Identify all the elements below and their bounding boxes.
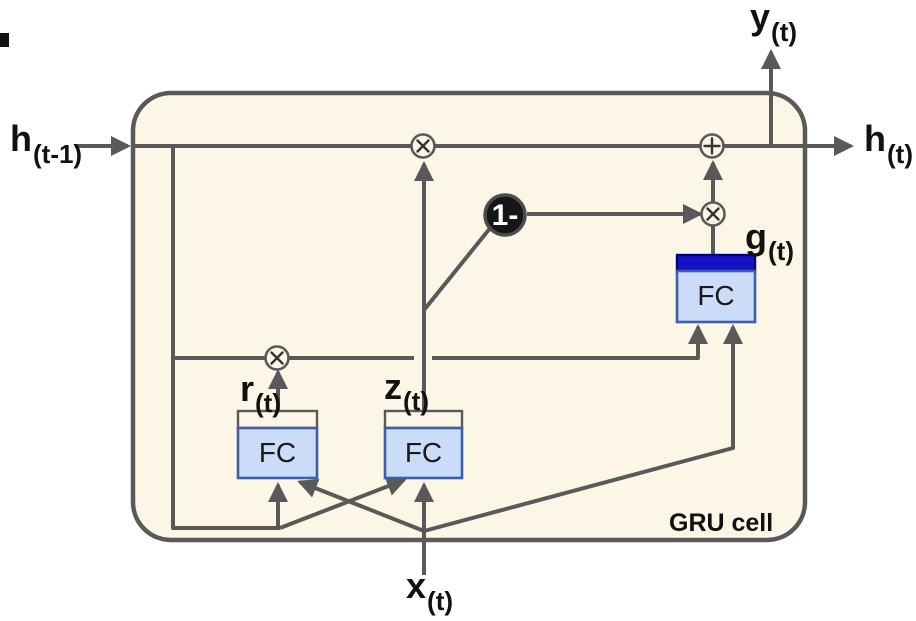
- fc-label: FC: [259, 437, 296, 468]
- fc-update-gate: FC: [383, 409, 464, 480]
- h-prev-label: h(t-1): [10, 118, 82, 169]
- cell-title: GRU cell: [669, 509, 773, 537]
- multiply-node-update: [410, 133, 436, 159]
- fc-label: FC: [405, 437, 442, 468]
- multiply-icon: [270, 351, 284, 365]
- h-out-label: h(t): [864, 118, 913, 169]
- z-gate-label: z(t): [384, 366, 429, 416]
- multiply-node-reset: [264, 345, 290, 371]
- one-minus-label: 1-: [492, 199, 519, 232]
- x-to-reset-fc-arrow: [297, 478, 425, 533]
- reset-fc-body: [236, 426, 319, 480]
- add-icon: [703, 137, 721, 155]
- r-gate-label: r(t): [240, 368, 281, 418]
- multiply-icon: [416, 139, 430, 153]
- fc-label: FC: [697, 280, 734, 311]
- y-out-label: y(t): [750, 0, 797, 47]
- fc-reset-gate: FC: [236, 409, 319, 480]
- h-to-update-fc-arrow: [279, 476, 407, 530]
- multiply-node-candidate: [700, 201, 726, 227]
- fc-candidate-gate: FC: [675, 253, 757, 324]
- multiply-icon: [706, 207, 720, 221]
- reset-line-to-candidate-arrow: [432, 324, 708, 360]
- edge-artifact: [0, 33, 9, 47]
- one-minus-branch-line: [422, 225, 493, 312]
- g-gate-label: g(t): [745, 216, 794, 266]
- candidate-fc-body: [675, 269, 757, 324]
- add-node: [699, 133, 725, 159]
- h-prev-branch-line: [171, 146, 280, 530]
- one-minus-node: 1-: [483, 193, 527, 237]
- update-fc-body: [383, 426, 464, 480]
- x-to-candidate-arrow: [423, 324, 743, 533]
- x-in-label: x(t): [406, 565, 453, 616]
- candidate-activation-bar: [675, 253, 757, 273]
